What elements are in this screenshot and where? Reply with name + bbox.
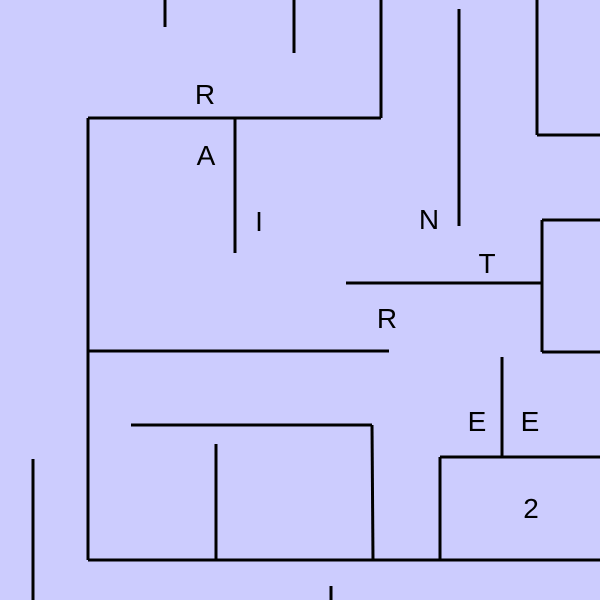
letter-e: E — [468, 406, 487, 437]
letter-r: R — [377, 303, 397, 334]
letter-t: T — [478, 248, 495, 279]
letter-r: R — [195, 79, 215, 110]
maze-letters: R A I N T R E E 2 — [195, 79, 539, 524]
letter-i: I — [255, 206, 263, 237]
letter-e: E — [521, 406, 540, 437]
letter-n: N — [419, 204, 439, 235]
number-2: 2 — [523, 493, 539, 524]
maze-wall — [370, 424, 375, 561]
maze-walls — [31, 0, 600, 600]
letter-a: A — [197, 140, 216, 171]
